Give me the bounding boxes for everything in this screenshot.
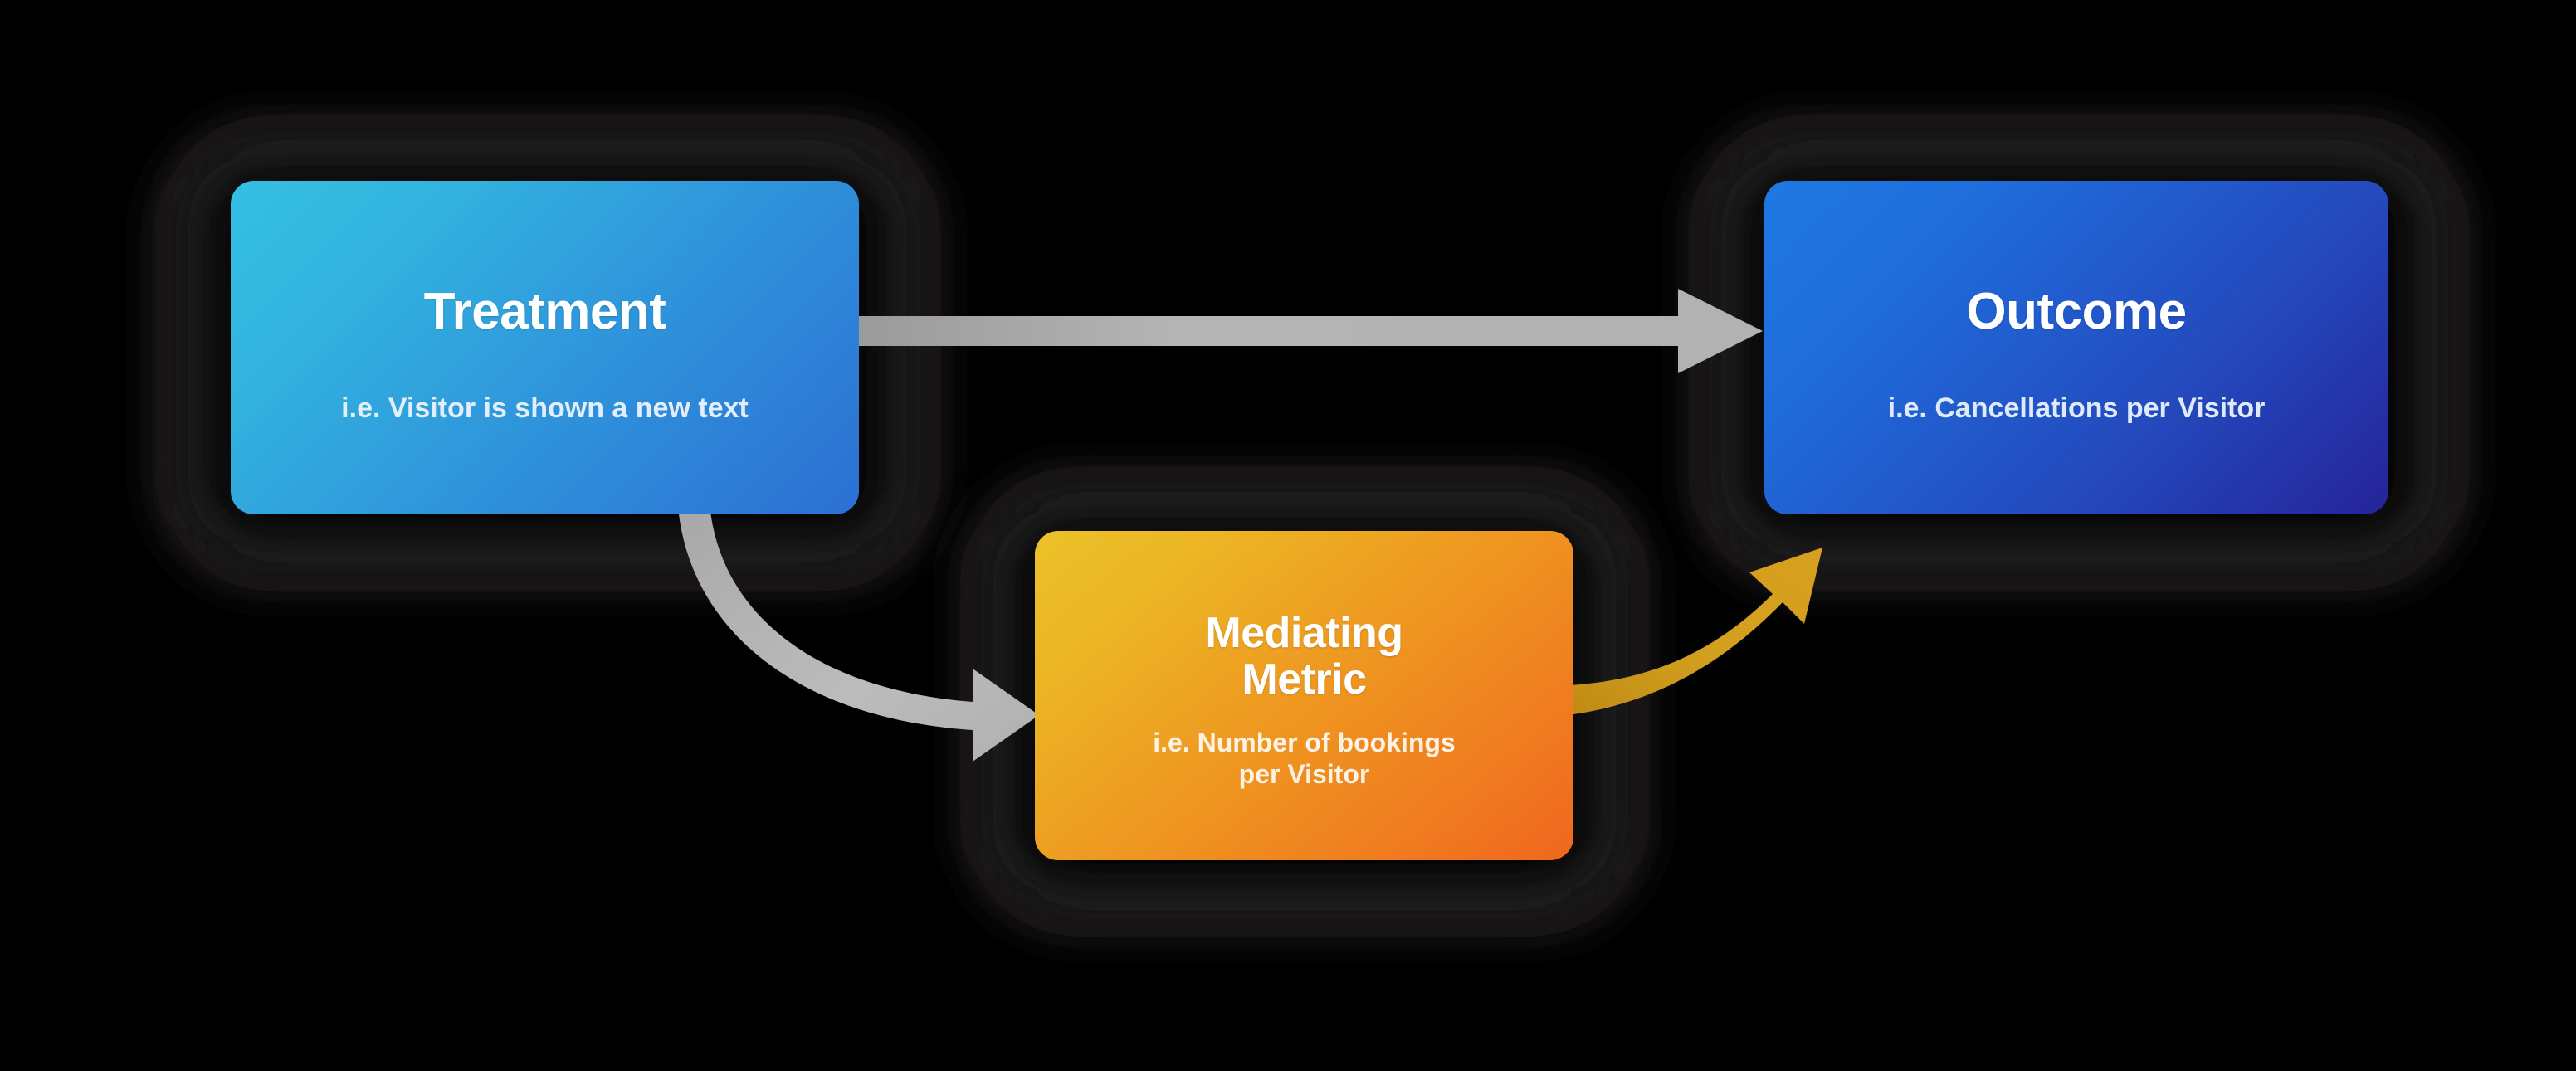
node-mediating-metric-title-line2: Metric	[1242, 655, 1367, 703]
node-treatment[interactable]: Treatment i.e. Visitor is shown a new te…	[231, 181, 859, 514]
node-mediating-metric-title: Mediating Metric	[1205, 610, 1403, 703]
arrow-treatment-to-mediating	[679, 511, 1039, 762]
node-mediating-metric-subtitle-line1: i.e. Number of bookings	[1153, 727, 1456, 757]
node-treatment-title: Treatment	[423, 283, 666, 341]
node-mediating-metric-subtitle: i.e. Number of bookings per Visitor	[1153, 728, 1455, 791]
node-outcome-title: Outcome	[1966, 283, 2187, 341]
node-outcome[interactable]: Outcome i.e. Cancellations per Visitor	[1764, 181, 2388, 514]
glow-halo-treatment	[157, 120, 937, 587]
node-treatment-subtitle: i.e. Visitor is shown a new text	[341, 392, 749, 425]
arrow-treatment-to-outcome	[853, 289, 1763, 373]
arrow-mediating-to-outcome	[1569, 548, 1822, 715]
node-mediating-metric[interactable]: Mediating Metric i.e. Number of bookings…	[1035, 531, 1573, 860]
node-mediating-metric-title-line1: Mediating	[1205, 608, 1403, 657]
node-outcome-subtitle: i.e. Cancellations per Visitor	[1887, 392, 2266, 425]
node-mediating-metric-subtitle-line2: per Visitor	[1238, 758, 1370, 789]
